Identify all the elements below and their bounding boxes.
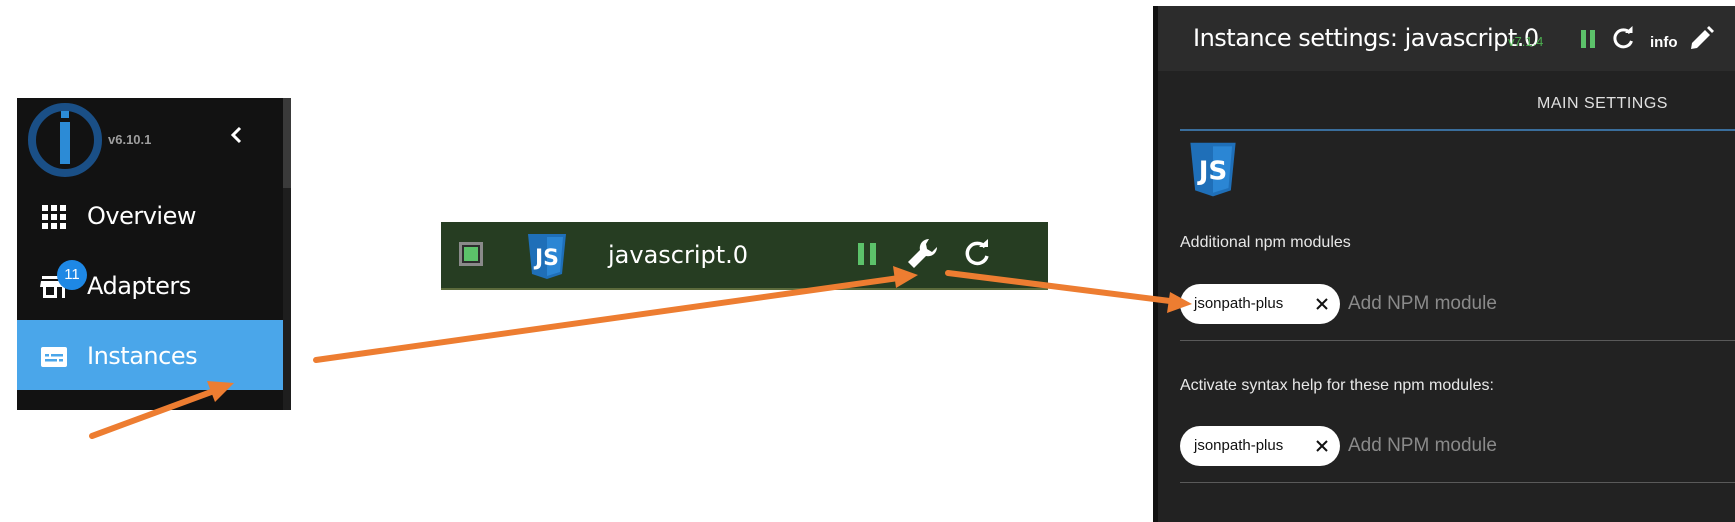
svg-text:JS: JS <box>533 246 559 271</box>
dialog-title: Instance settings: javascript.0 <box>1193 24 1539 52</box>
sidebar-item-label: Overview <box>87 202 197 230</box>
instance-status-indicator <box>464 247 478 261</box>
grid-icon <box>42 205 66 229</box>
adapters-update-badge: 11 <box>57 260 87 290</box>
chip-label: jsonpath-plus <box>1194 437 1284 454</box>
refresh-icon[interactable] <box>959 236 995 272</box>
sidebar-item-instances[interactable]: Instances <box>17 320 283 390</box>
tab-main-settings[interactable]: MAIN SETTINGS <box>1537 95 1668 112</box>
sidebar: v6.10.1 Overview 11 Adapters <box>17 98 291 410</box>
sidebar-header: v6.10.1 <box>17 98 291 178</box>
sidebar-item-overview[interactable]: Overview <box>17 180 283 250</box>
sidebar-item-label: Instances <box>87 342 198 370</box>
javascript-logo-icon: JS <box>1190 142 1236 197</box>
pause-icon[interactable] <box>849 236 885 272</box>
instance-name: javascript.0 <box>608 241 749 269</box>
npm-module-chip[interactable]: jsonpath-plus <box>1180 284 1340 324</box>
chevron-left-icon[interactable] <box>222 120 252 150</box>
pause-icon[interactable] <box>1573 24 1603 54</box>
dialog-tabs: MAIN SETTINGS <box>1180 71 1735 131</box>
wrench-icon[interactable] <box>905 236 941 272</box>
adapter-version: v7.1.4 <box>1508 34 1544 49</box>
sidebar-scrollbar-thumb[interactable] <box>283 98 291 188</box>
javascript-logo-icon: JS <box>528 234 566 279</box>
add-npm-module-input[interactable] <box>1348 432 1498 460</box>
app-version: v6.10.1 <box>108 132 152 147</box>
npm-module-chip[interactable]: jsonpath-plus <box>1180 426 1340 466</box>
add-npm-module-input[interactable] <box>1348 290 1498 318</box>
pencil-icon[interactable] <box>1686 24 1716 54</box>
close-icon[interactable] <box>1313 295 1331 313</box>
close-icon[interactable] <box>1313 437 1331 455</box>
info-button[interactable]: info <box>1650 34 1678 51</box>
chip-label: jsonpath-plus <box>1194 295 1284 312</box>
iobroker-logo-icon[interactable] <box>27 102 103 178</box>
instance-settings-dialog: Instance settings: javascript.0 v7.1.4 i… <box>1153 6 1735 522</box>
instances-icon <box>41 347 67 367</box>
dialog-header: Instance settings: javascript.0 v7.1.4 i… <box>1158 6 1735 71</box>
refresh-icon[interactable] <box>1608 24 1638 54</box>
syntax-help-label: Activate syntax help for these npm modul… <box>1180 377 1494 394</box>
svg-text:JS: JS <box>1197 157 1228 187</box>
sidebar-scrollbar[interactable] <box>283 98 291 410</box>
instance-status-checkbox[interactable] <box>459 242 483 266</box>
instance-row[interactable]: JS javascript.0 <box>441 222 1048 290</box>
syntax-help-field[interactable]: jsonpath-plus <box>1180 426 1735 483</box>
sidebar-item-adapters[interactable]: 11 Adapters <box>17 250 283 320</box>
npm-modules-label: Additional npm modules <box>1180 234 1351 251</box>
sidebar-item-label: Adapters <box>87 272 191 300</box>
npm-modules-field[interactable]: jsonpath-plus <box>1180 284 1735 341</box>
